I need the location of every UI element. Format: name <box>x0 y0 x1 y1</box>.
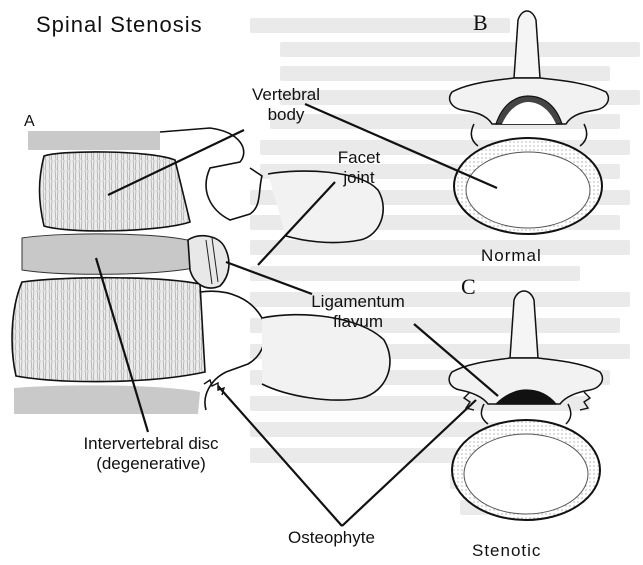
stenotic-vertebra-drawing <box>449 291 602 520</box>
lower-pedicle-lamina <box>200 291 265 410</box>
facet-joint-shape <box>188 236 229 288</box>
normal-vertebra-drawing <box>450 11 609 234</box>
leader-ligamentum-flavum-a <box>226 262 312 294</box>
label-normal: Normal <box>481 246 542 266</box>
upper-vertebra-cut <box>28 131 160 150</box>
label-ligamentum-flavum: Ligamentum flavum <box>296 292 420 331</box>
figure-title: Spinal Stenosis <box>36 12 203 37</box>
label-osteophyte: Osteophyte <box>288 528 375 548</box>
label-intervertebral-disc: Intervertebral disc (degenerative) <box>66 434 236 473</box>
panel-label-c: C <box>461 274 476 299</box>
panel-label-b: B <box>473 10 488 35</box>
label-facet-joint: Facet joint <box>331 148 387 187</box>
intervertebral-disc <box>22 234 196 274</box>
label-vertebral-body: Vertebral body <box>246 85 326 124</box>
panel-label-a: A <box>24 113 35 131</box>
lower-disc-cut <box>14 385 200 414</box>
leader-osteophyte-a <box>218 386 342 526</box>
label-stenotic: Stenotic <box>472 541 541 561</box>
vertebral-body-lower <box>12 278 205 382</box>
